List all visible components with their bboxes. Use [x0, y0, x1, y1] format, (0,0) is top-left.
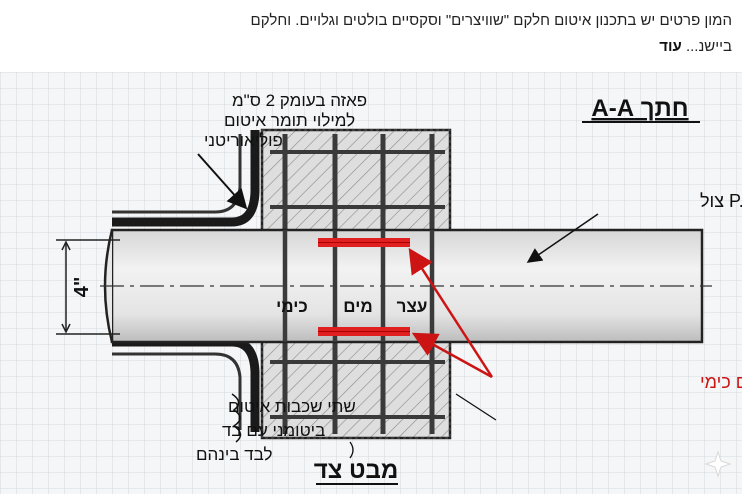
pipe-label: צינור P.V.C 4 צול: [700, 191, 742, 211]
dimension-label: 4": [71, 277, 93, 298]
chamfer-line-3: פוליאוריטני: [204, 131, 283, 150]
sparkle-icon: [704, 450, 732, 478]
layers-line-1: שתי שכבות איטום: [228, 397, 356, 416]
label-water: מים: [343, 297, 372, 316]
pipe-note: צינור P.V.C 4 צול: [526, 191, 742, 263]
detail-drawing: 4" כימי מים עצר חתך A-A פאזה בעומק 2 ס"מ…: [0, 72, 742, 494]
post-text: המון פרטים יש בתכנון איטום חלקם "שוויצרי…: [10, 8, 732, 60]
rebar-over-pipe: [282, 230, 435, 342]
label-chemical: כימי: [276, 297, 308, 316]
see-more-link[interactable]: עוד: [659, 38, 682, 55]
diameter-dimension: [56, 239, 120, 335]
post-text-line-2: ביישנ... עוד: [10, 34, 732, 60]
post-text-truncated: ביישנ...: [685, 38, 732, 55]
chemical-waterstop: [318, 238, 410, 336]
post-text-line-1: המון פרטים יש בתכנון איטום חלקם "שוויצרי…: [250, 12, 732, 29]
pvc-pipe: [100, 228, 712, 344]
section-title: חתך A-A: [591, 95, 688, 122]
chamfer-note: פאזה בעומק 2 ס"מ למילוי תומר איטום פוליא…: [197, 91, 367, 210]
layers-note: שתי שכבות איטום ביטומני עם בד לבד בינהם: [196, 393, 497, 464]
waterstop-note: עצר מים כימי: [408, 247, 742, 392]
layers-line-2: ביטומני עם בד: [222, 421, 325, 440]
side-view-label: מבט צד: [314, 457, 399, 484]
label-stop: עצר: [397, 297, 428, 316]
chamfer-line-1: פאזה בעומק 2 ס"מ: [232, 91, 367, 110]
chamfer-line-2: למילוי תומר איטום: [224, 111, 355, 130]
waterstop-label: עצר מים כימי: [700, 372, 742, 392]
layers-line-3: לבד בינהם: [196, 445, 272, 464]
post-image[interactable]: 4" כימי מים עצר חתך A-A פאזה בעומק 2 ס"מ…: [0, 72, 742, 494]
